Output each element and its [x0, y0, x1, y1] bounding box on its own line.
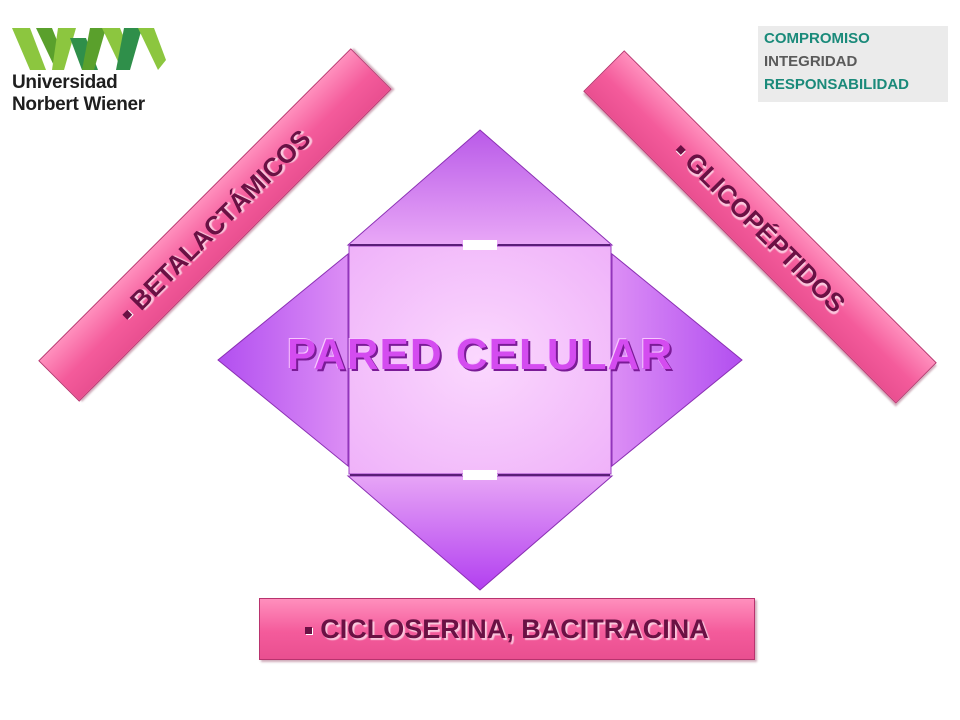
bullet-icon: [305, 626, 313, 634]
center-square: [348, 245, 612, 475]
logo-line-2: Norbert Wiener: [12, 94, 145, 115]
diamond-right: [611, 252, 743, 468]
diamond-top: [346, 129, 614, 246]
value-compromiso: COMPROMISO: [764, 30, 870, 47]
diamond-bottom: [346, 475, 614, 591]
logo-line-1: Universidad: [12, 72, 118, 93]
value-responsabilidad: RESPONSABILIDAD: [764, 76, 910, 93]
values-box: COMPROMISO INTEGRIDAD RESPONSABILIDAD: [758, 26, 948, 102]
top-gap: [463, 240, 497, 250]
value-integridad: INTEGRIDAD: [764, 53, 858, 70]
bottom-gap: [463, 470, 497, 480]
book-leaves-logo-icon: [12, 28, 166, 70]
pared-celular-title: PARED CELULAR: [286, 330, 674, 379]
cicloserina-label: CICLOSERINA, BACITRACINA: [320, 613, 709, 644]
diamond-left: [217, 252, 349, 468]
university-logo: Universidad Norbert Wiener: [10, 28, 180, 118]
banner-cicloserina: CICLOSERINA, BACITRACINA: [259, 598, 755, 660]
